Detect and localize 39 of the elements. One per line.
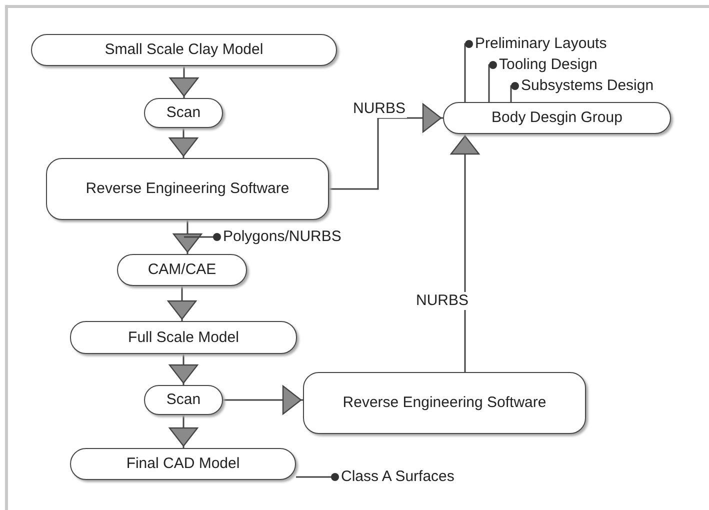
box-label: Body Desgin Group (492, 109, 622, 127)
box-label: Final CAD Model (126, 455, 240, 473)
arrow (450, 134, 480, 372)
leader-line (296, 473, 339, 481)
note-text: Class A Surfaces (335, 467, 475, 487)
arrow (167, 286, 197, 321)
arrow (223, 385, 303, 415)
process-box (31, 34, 337, 66)
box-label: Scan (166, 391, 201, 409)
box-label: Full Scale Model (128, 328, 239, 346)
leader-line (510, 82, 519, 102)
process-box (144, 385, 223, 415)
arrow (329, 103, 443, 190)
arrow (168, 415, 198, 448)
process-box (117, 254, 247, 286)
process-box (70, 448, 296, 480)
box-label: CAM/CAE (148, 261, 216, 279)
process-box (443, 102, 671, 134)
leader-line (464, 40, 473, 102)
arrow (168, 128, 198, 158)
box-label: Scan (166, 104, 201, 122)
box-label: Reverse Engineering Software (342, 394, 546, 412)
box-label: Small Scale Clay Model (104, 41, 264, 59)
process-box (303, 372, 586, 434)
note-text: Polygons/NURBS (217, 227, 347, 247)
note-text: Tooling Design (493, 55, 613, 75)
box-label: Reverse Engineering Software (86, 180, 290, 198)
arrow (172, 220, 202, 254)
leader-line (488, 61, 497, 102)
edge-label: NURBS (415, 292, 470, 310)
process-box (70, 321, 297, 354)
arrow (169, 66, 199, 98)
note-text: Subsystems Design (515, 76, 655, 96)
arrow (168, 354, 198, 385)
edge-label: NURBS (352, 100, 407, 118)
note-text: Preliminary Layouts (469, 34, 619, 54)
process-box (46, 158, 329, 220)
process-box (144, 98, 223, 128)
leader-line (184, 233, 221, 241)
